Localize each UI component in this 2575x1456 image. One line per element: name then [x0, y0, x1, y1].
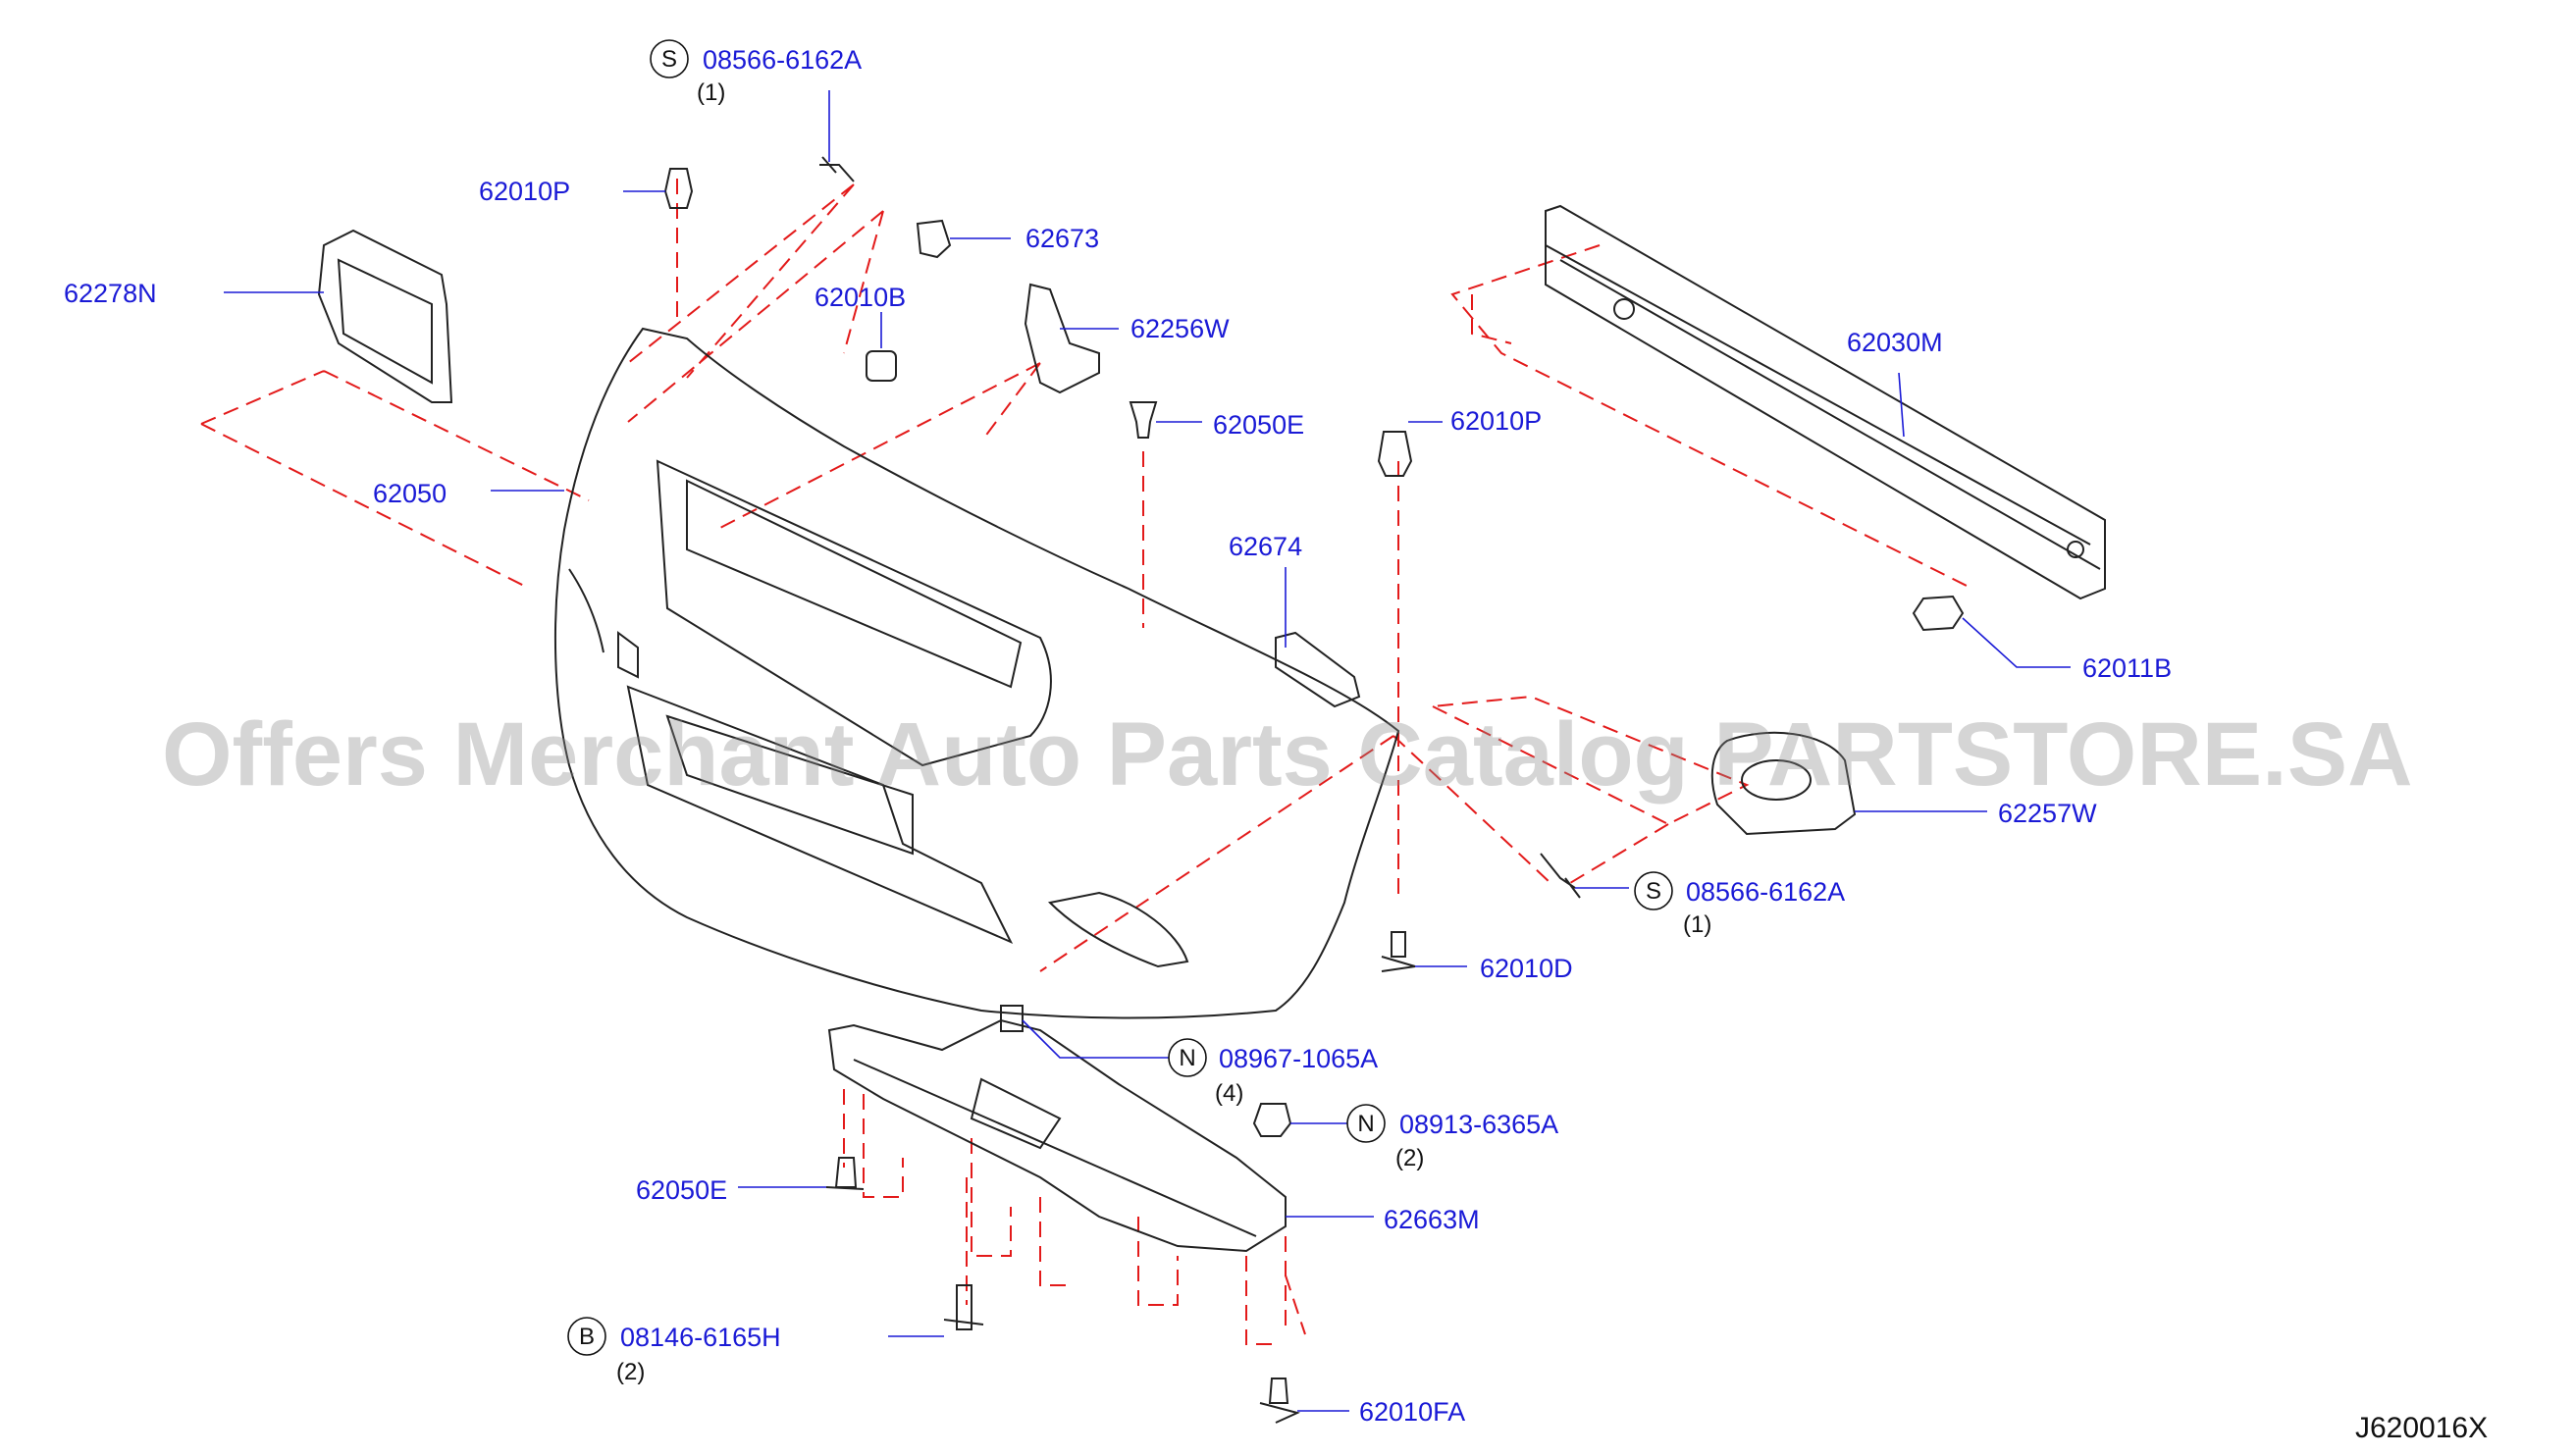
fasteners	[663, 156, 1965, 1424]
part-number-link[interactable]: 62673	[1025, 224, 1099, 253]
watermark-text: Offers Merchant Auto Parts Catalog PARTS…	[162, 704, 2413, 805]
part-number-link[interactable]: 08913-6365A	[1399, 1110, 1558, 1139]
part-number-link[interactable]: 62050E	[636, 1175, 727, 1205]
callout-08967-1065A[interactable]: N 08967-1065A (4)	[1168, 1038, 1378, 1107]
callout-prefix: B	[579, 1324, 595, 1350]
callout-08913-6365A[interactable]: N 08913-6365A (2)	[1346, 1104, 1558, 1171]
part-number-link[interactable]: 62010D	[1480, 954, 1573, 983]
part-number-link[interactable]: 08967-1065A	[1219, 1044, 1378, 1073]
part-number-link[interactable]: 62278N	[64, 279, 157, 308]
part-number-link[interactable]: 62674	[1229, 532, 1302, 561]
part-number-link[interactable]: 62030M	[1847, 328, 1943, 357]
callout-08146-6165H[interactable]: B 08146-6165H (2)	[567, 1317, 781, 1385]
bracket-62674-shape	[1275, 631, 1361, 708]
grille-bracket-shape	[317, 229, 453, 403]
callout-quantity: (2)	[1395, 1145, 1424, 1171]
callout-quantity: (2)	[616, 1359, 645, 1385]
callout-prefix: N	[1179, 1045, 1195, 1071]
part-number-link[interactable]: 62011B	[2082, 653, 2172, 683]
part-number-link[interactable]: 62256W	[1130, 314, 1230, 343]
prefix-circle-icon	[650, 39, 689, 78]
side-bracket-shape	[1024, 283, 1100, 394]
leader-lines	[224, 90, 2071, 1412]
reinforcement-shape	[1545, 204, 2106, 600]
callout-quantity: (1)	[1683, 911, 1711, 938]
callout-prefix: N	[1357, 1111, 1374, 1137]
prefix-circle-icon	[1168, 1038, 1207, 1077]
part-number-link[interactable]: 08566-6162A	[1686, 877, 1845, 907]
prefix-circle-icon	[1346, 1104, 1386, 1143]
callout-quantity: (4)	[1215, 1080, 1243, 1107]
part-number-link[interactable]: 62010FA	[1359, 1397, 1465, 1427]
part-number-link[interactable]: 08566-6162A	[703, 45, 862, 75]
part-number-link[interactable]: 62010B	[815, 283, 906, 312]
callout-prefix: S	[1646, 878, 1661, 905]
part-number-link[interactable]: 62050E	[1213, 410, 1304, 440]
diagram-code: J620016X	[2355, 1412, 2488, 1444]
part-number-link[interactable]: 62050	[373, 479, 447, 508]
part-number-link[interactable]: 62663M	[1384, 1205, 1480, 1234]
undercover-shape	[827, 1018, 1287, 1253]
part-number-link[interactable]: 62010P	[479, 177, 570, 206]
prefix-circle-icon	[1634, 871, 1673, 910]
alignment-lines	[200, 179, 1973, 1345]
callout-quantity: (1)	[697, 79, 725, 106]
callout-08566-6162A-top[interactable]: S 08566-6162A (1)	[650, 39, 862, 106]
callout-08566-6162A-right[interactable]: S 08566-6162A (1)	[1634, 871, 1845, 938]
fog-cover-shape	[1710, 731, 1857, 836]
bumper-fascia-shape	[553, 327, 1400, 1019]
part-number-link[interactable]: 62257W	[1998, 799, 2097, 828]
prefix-circle-icon	[567, 1317, 606, 1356]
part-number-link[interactable]: 08146-6165H	[620, 1323, 781, 1352]
part-number-link[interactable]: 62010P	[1450, 406, 1542, 436]
callout-prefix: S	[661, 46, 677, 73]
